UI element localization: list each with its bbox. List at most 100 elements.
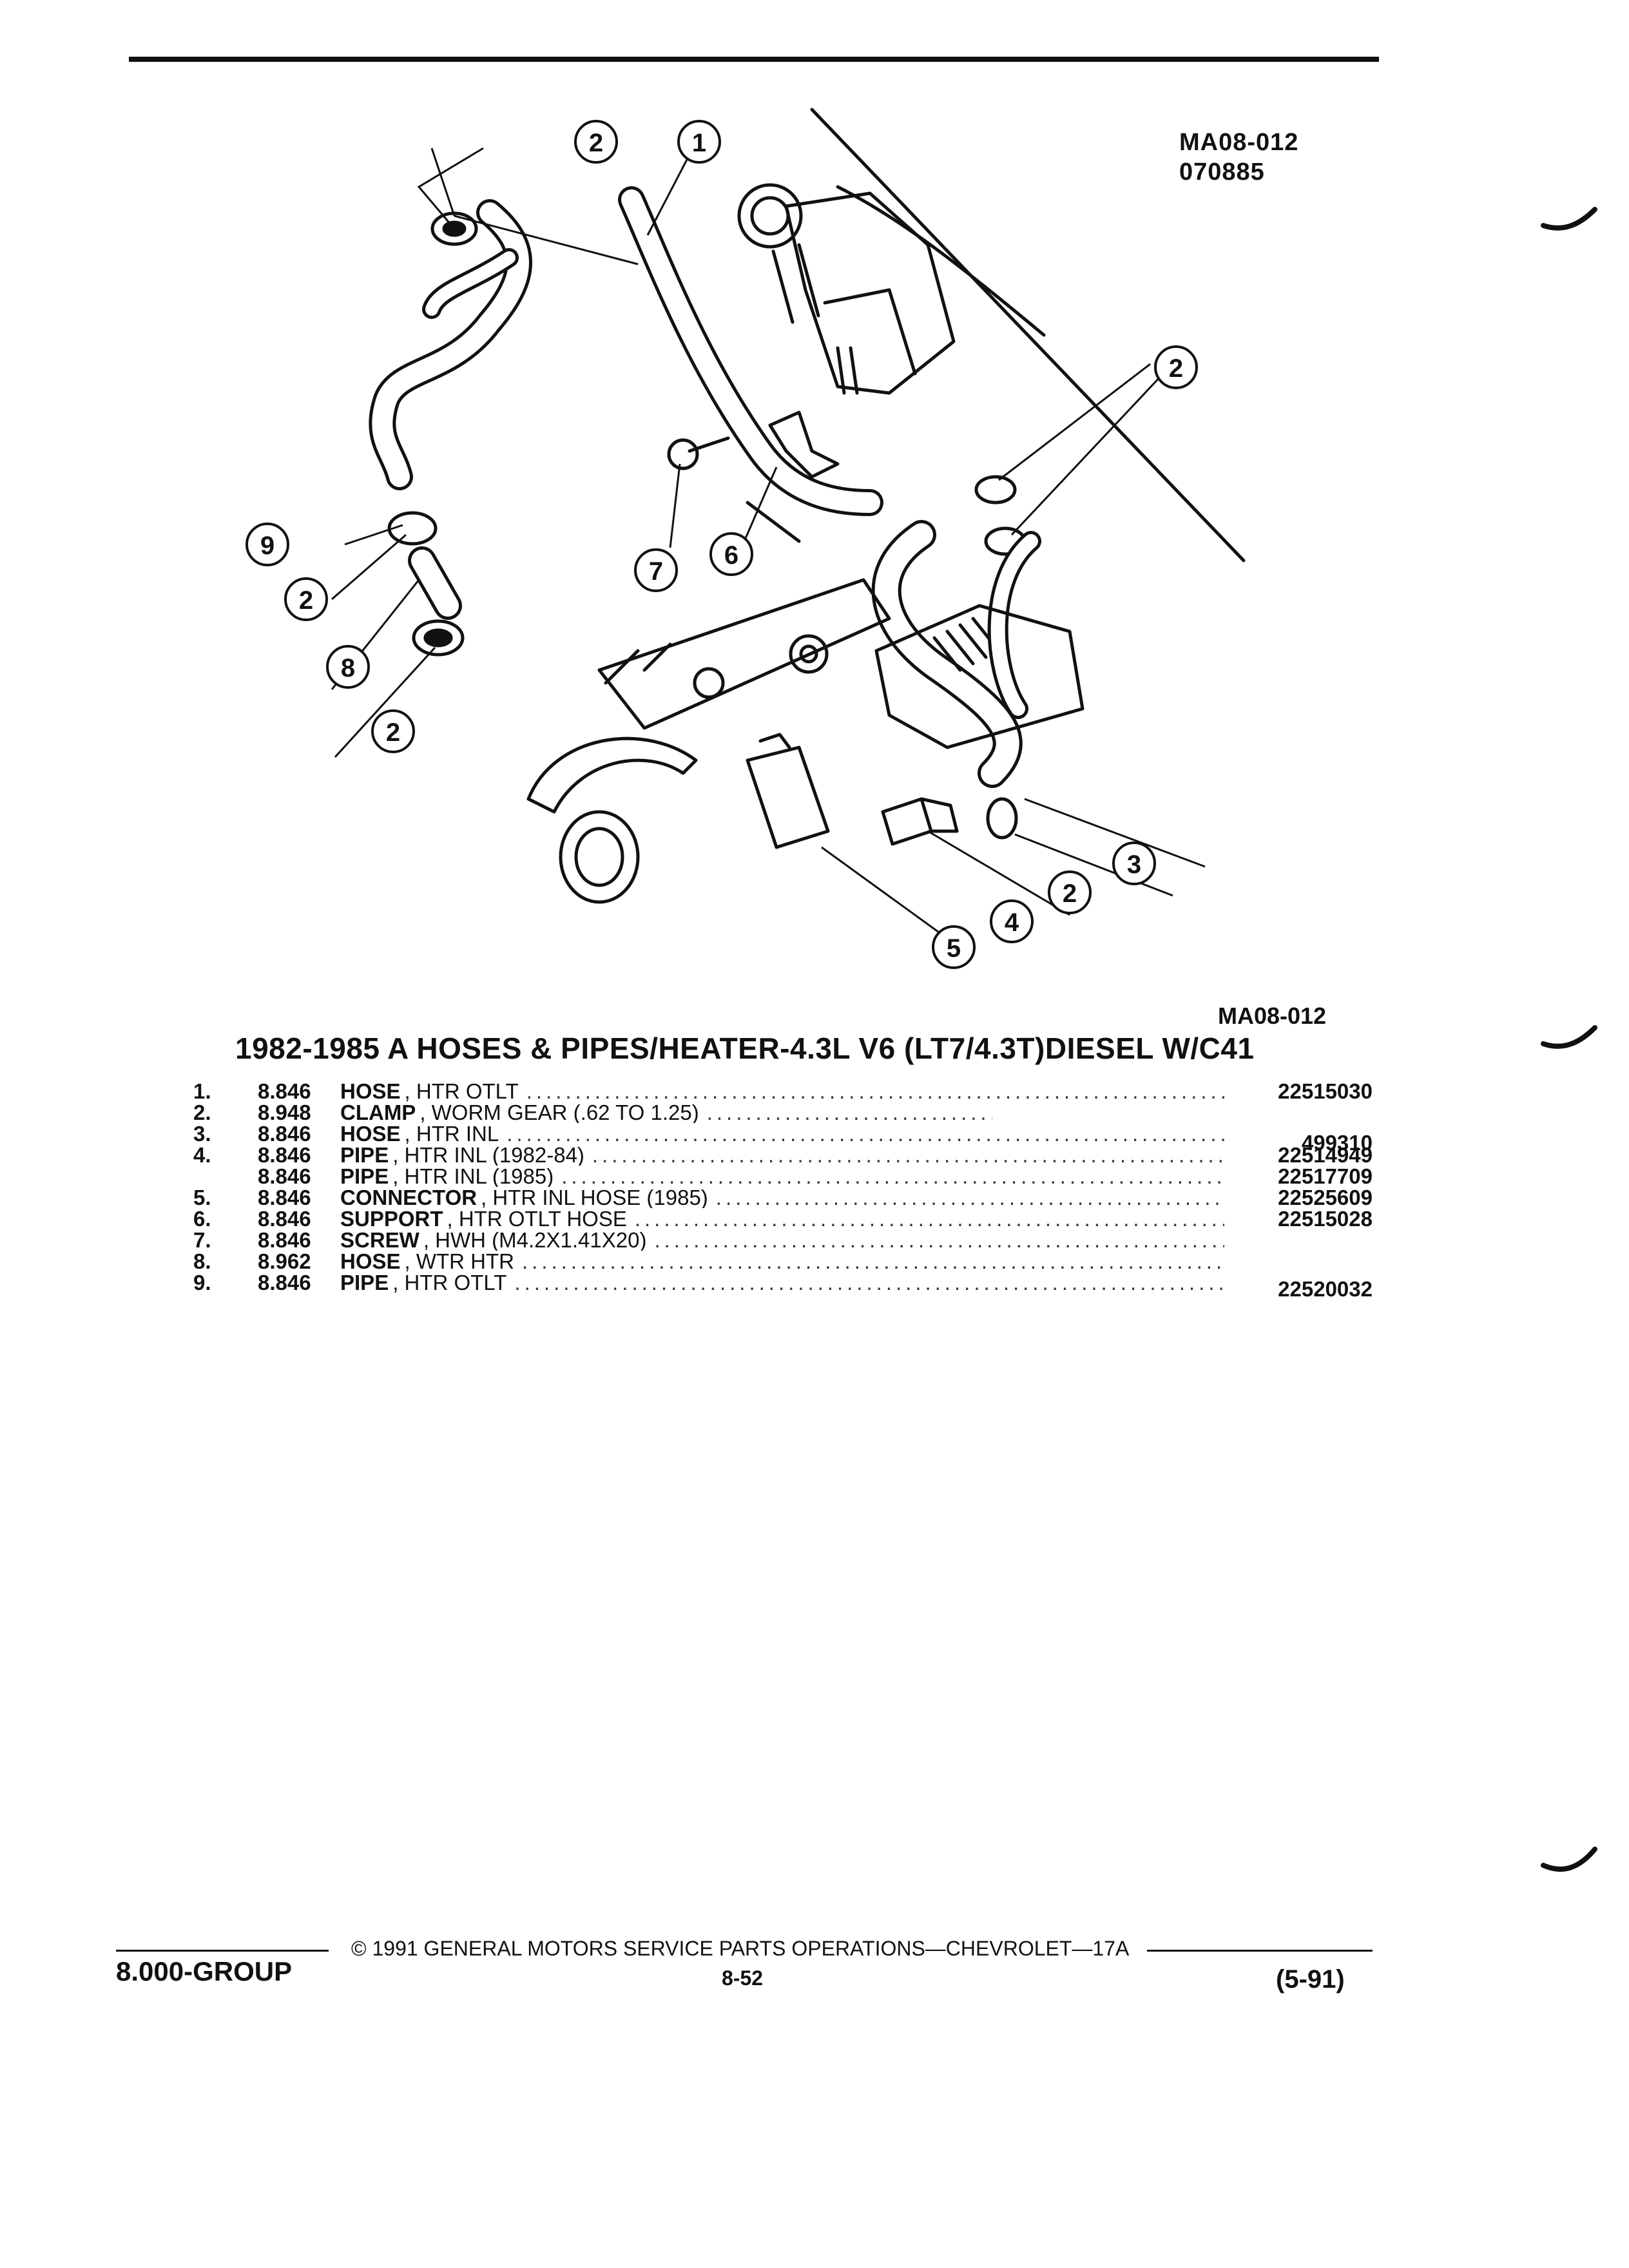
heater-outlet-pipe	[369, 199, 532, 490]
svg-text:3: 3	[1127, 850, 1141, 879]
heater-core-port	[737, 183, 803, 249]
clamp-left-upper	[387, 511, 438, 546]
svg-text:2: 2	[1063, 879, 1077, 908]
callout-9: 9	[246, 523, 289, 566]
part-description: PIPE, HTR INL (1982-84)	[340, 1144, 1224, 1166]
group-number: 8.948	[258, 1100, 311, 1124]
part-name: HOSE	[340, 1081, 401, 1102]
exploded-parts-diagram: 2 1 2 9 2 8 2 7 6 3 2 4 5	[246, 108, 1246, 969]
item-number: 1.	[193, 1079, 211, 1103]
part-description: SUPPORT, HTR OTLT HOSE	[340, 1208, 1224, 1229]
svg-text:1: 1	[692, 129, 706, 157]
part-detail: , HTR INL (1985)	[392, 1166, 554, 1187]
part-description: HOSE, HTR OTLT	[340, 1081, 1224, 1102]
thermostat-housing	[526, 736, 698, 814]
inlet-hose-connector	[746, 745, 830, 849]
callout-6: 6	[709, 532, 753, 576]
leader-dots	[707, 1102, 992, 1123]
leader-dots	[522, 1251, 1224, 1272]
engine-edge-line	[836, 185, 1046, 337]
svg-text:2: 2	[386, 718, 400, 747]
part-name: PIPE	[340, 1166, 389, 1187]
parts-row: 6. 8.846 SUPPORT, HTR OTLT HOSE 22515028	[193, 1208, 1379, 1229]
callout-1: 1	[677, 120, 721, 164]
clamp-right-upper	[974, 475, 1017, 505]
part-name: PIPE	[340, 1144, 389, 1166]
part-number: 22520032	[1278, 1277, 1373, 1301]
part-description: PIPE, HTR INL (1985)	[340, 1166, 1224, 1187]
footer-copyright: © 1991 GENERAL MOTORS SERVICE PARTS OPER…	[351, 1937, 1130, 1960]
leader-dots	[592, 1144, 1224, 1166]
part-name: CONNECTOR	[340, 1187, 477, 1208]
leader-dots	[506, 1123, 1224, 1144]
item-number: 5.	[193, 1186, 211, 1209]
callout-7: 7	[634, 548, 678, 592]
figure-code: MA08-012	[1179, 129, 1299, 156]
svg-text:2: 2	[299, 586, 313, 615]
parts-row: 5. 8.846 CONNECTOR, HTR INL HOSE (1985) …	[193, 1187, 1379, 1208]
group-number: 8.846	[258, 1079, 311, 1103]
leader-dots	[514, 1272, 1224, 1293]
parts-row: 2. 8.948 CLAMP, WORM GEAR (.62 TO 1.25)	[193, 1102, 1379, 1123]
group-number: 8.846	[258, 1122, 311, 1146]
part-name: HOSE	[340, 1251, 401, 1272]
svg-text:6: 6	[724, 541, 738, 570]
item-number: 7.	[193, 1228, 211, 1252]
part-number: 22517709	[1278, 1164, 1373, 1188]
part-number: 22515030	[1278, 1079, 1373, 1103]
figure-reference: MA08-012	[1218, 1003, 1327, 1029]
figure-date-code: 070885	[1179, 159, 1265, 186]
footer-rule-right	[1147, 1950, 1373, 1952]
valve-cover	[874, 604, 1084, 749]
intake-manifold	[597, 578, 891, 730]
section-title: 1982-1985 A HOSES & PIPES/HEATER-4.3L V6…	[235, 1032, 1255, 1065]
binder-mark-3	[1541, 1847, 1597, 1872]
group-number: 8.846	[258, 1228, 311, 1252]
group-number: 8.846	[258, 1271, 311, 1294]
parts-list: 1. 8.846 HOSE, HTR OTLT 22515030 2. 8.94…	[193, 1079, 1379, 1300]
part-description: HOSE, HTR INL	[340, 1123, 1224, 1144]
leader-dots	[635, 1208, 1224, 1229]
svg-text:8: 8	[341, 654, 355, 682]
item-number: 6.	[193, 1207, 211, 1231]
item-number: 2.	[193, 1100, 211, 1124]
callout-8: 8	[326, 645, 370, 689]
heater-outlet-hose	[618, 186, 883, 516]
part-description: HOSE, WTR HTR	[340, 1251, 1224, 1272]
leader-dots	[654, 1229, 1224, 1251]
part-name: SCREW	[340, 1229, 419, 1251]
part-detail: , WORM GEAR (.62 TO 1.25)	[419, 1102, 699, 1123]
part-name: HOSE	[340, 1123, 401, 1144]
parts-row: 8. 8.962 HOSE, WTR HTR	[193, 1251, 1379, 1272]
part-name: SUPPORT	[340, 1208, 443, 1229]
parts-row: 7. 8.846 SCREW, HWH (M4.2X1.41X20)	[193, 1229, 1379, 1251]
svg-text:2: 2	[1169, 354, 1183, 383]
figure-code-block: MA08-012 070885	[1179, 128, 1298, 187]
group-number: 8.846	[258, 1186, 311, 1209]
group-number: 8.846	[258, 1207, 311, 1231]
part-detail: , WTR HTR	[404, 1251, 514, 1272]
parts-row: 9. 8.846 PIPE, HTR OTLT 22520032	[193, 1271, 1379, 1300]
leader-dots	[561, 1166, 1224, 1187]
part-name: PIPE	[340, 1272, 389, 1293]
footer-revision: (5-91)	[1276, 1965, 1345, 1994]
svg-text:7: 7	[649, 557, 663, 586]
clamp-left-lower	[412, 619, 465, 657]
part-number: 22515028	[1278, 1207, 1373, 1231]
part-detail: , HTR OTLT	[404, 1081, 519, 1102]
item-number: 4.	[193, 1143, 211, 1167]
part-detail: , HTR OTLT	[392, 1272, 507, 1293]
callout-2-bottom: 2	[1048, 870, 1092, 914]
footer-rule-left	[116, 1950, 329, 1952]
svg-text:2: 2	[589, 129, 603, 157]
leader-dots	[526, 1081, 1224, 1102]
svg-text:4: 4	[1005, 908, 1019, 937]
part-number: 22514949	[1278, 1143, 1373, 1167]
part-detail: , HTR INL	[404, 1123, 499, 1144]
callout-2-left-lower: 2	[371, 709, 415, 753]
part-description: SCREW, HWH (M4.2X1.41X20)	[340, 1229, 1224, 1251]
callout-2-top: 2	[574, 120, 618, 164]
heater-core-housing	[784, 191, 956, 395]
binder-mark-1	[1541, 207, 1597, 231]
footer-page-number: 8-52	[722, 1966, 764, 1990]
